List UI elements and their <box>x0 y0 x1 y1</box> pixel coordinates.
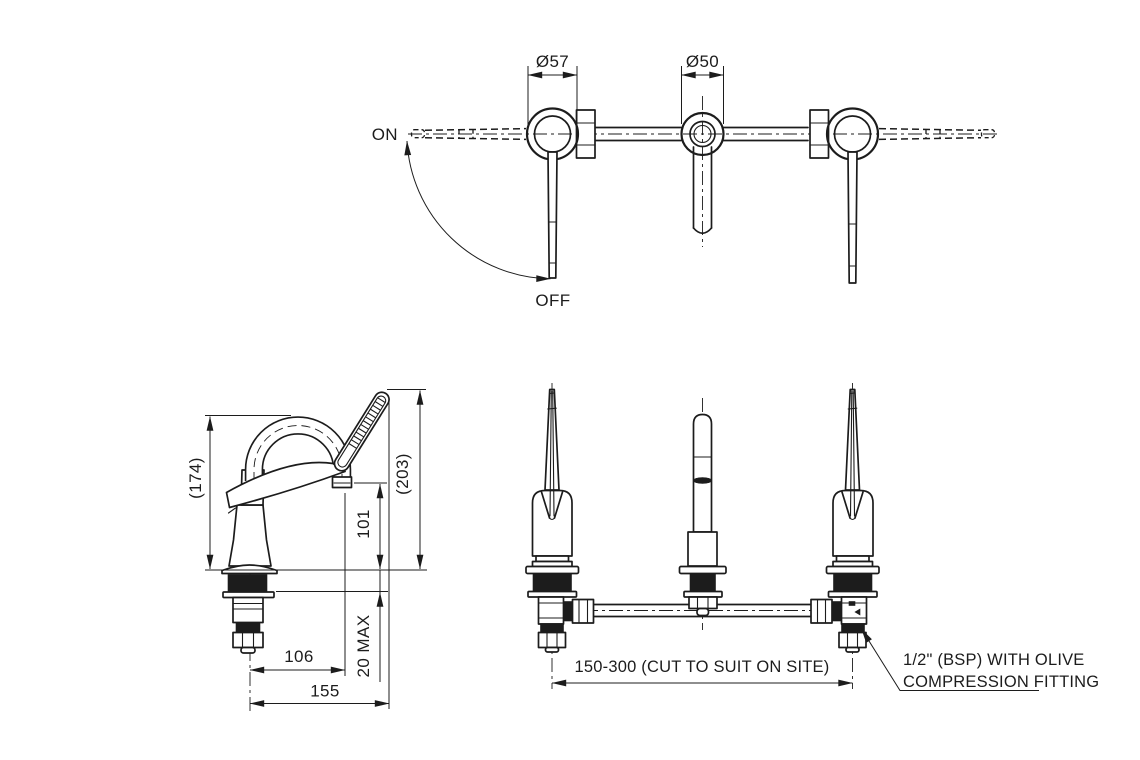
leader-line <box>861 628 1039 691</box>
dim-spout-diameter: Ø50 <box>681 52 724 124</box>
lever-blade <box>844 388 861 491</box>
lever-arm <box>225 461 346 509</box>
dim-hole-centres-label: 150-300 (CUT TO SUIT ON SITE) <box>575 658 830 676</box>
olive-seal <box>563 601 573 622</box>
flow-mark <box>848 601 856 606</box>
compression-nut <box>232 631 264 649</box>
dim-outlet-reach-label: 106 <box>284 647 314 666</box>
shank-nut <box>688 596 718 610</box>
threaded-shank <box>689 573 716 592</box>
valve-body <box>537 596 565 625</box>
threaded-shank <box>227 574 268 592</box>
deck-flange <box>825 565 880 575</box>
inlet-nut <box>537 631 567 649</box>
olive-seal <box>235 622 261 633</box>
compression-nut <box>809 109 830 159</box>
dim-spout-height-label: (174) <box>186 457 205 499</box>
threaded-shank <box>833 573 873 592</box>
front-view: 150-300 (CUT TO SUIT ON SITE) 1/2" (BSP)… <box>525 383 1099 691</box>
spout-outlet <box>331 476 353 489</box>
dim-spout-diameter-label: Ø50 <box>686 52 719 71</box>
compression-nut <box>571 598 595 624</box>
spout-seal-ring <box>693 477 712 484</box>
side-shank <box>221 564 278 654</box>
inlet-nut <box>838 631 867 649</box>
valve-dome <box>832 489 874 557</box>
spout-base <box>687 531 718 567</box>
dim-outlet-height-label: 101 <box>354 509 373 539</box>
compression-fitting-note: 1/2" (BSP) WITH OLIVE COMPRESSION FITTIN… <box>861 628 1099 691</box>
threaded-shank <box>532 573 572 592</box>
lever-tip-dashed <box>410 129 426 139</box>
valve-dome <box>531 489 573 557</box>
plan-view: Ø57 Ø50 ON OFF <box>372 52 998 310</box>
dim-handle-diameter-label: Ø57 <box>536 52 569 71</box>
deck-flange <box>525 565 580 575</box>
grip-knurling <box>348 397 386 449</box>
deck-flange <box>678 565 727 575</box>
plan-pipes <box>594 126 809 142</box>
handle-rotation-annotation: ON OFF <box>372 125 571 310</box>
front-right-valve <box>810 383 880 689</box>
lever-off-position <box>547 151 558 279</box>
front-left-valve <box>525 383 595 689</box>
flow-arrow <box>854 608 861 616</box>
spout-tube <box>692 413 713 533</box>
front-spout <box>678 398 727 630</box>
compression-nut <box>810 598 833 624</box>
dim-total-height-label: (203) <box>393 453 412 495</box>
on-label: ON <box>372 125 398 144</box>
dim-handle-diameter: Ø57 <box>527 52 578 127</box>
lever-off-position <box>847 151 858 284</box>
off-label: OFF <box>535 291 570 310</box>
side-view: (174) (203) 101 20 MAX 106 155 <box>186 389 427 712</box>
lever-grip <box>333 391 390 472</box>
plan-right-handle <box>809 107 996 284</box>
dim-lever-reach-label: 155 <box>310 682 340 701</box>
plan-spout <box>680 96 725 247</box>
note-line2: COMPRESSION FITTING <box>903 673 1099 691</box>
lever-tip-dashed <box>980 129 996 139</box>
valve-body <box>840 596 868 625</box>
lever-blade <box>544 388 560 491</box>
dim-deck-thickness-label: 20 MAX <box>354 615 373 678</box>
compression-nut <box>575 109 596 159</box>
dim-hole-centres: 150-300 (CUT TO SUIT ON SITE) <box>551 658 853 687</box>
tap-body <box>228 504 272 567</box>
note-line1: 1/2" (BSP) WITH OLIVE <box>903 651 1085 669</box>
side-dimensions: (174) (203) 101 20 MAX 106 155 <box>186 389 427 709</box>
rotation-arc <box>404 140 551 283</box>
olive-seal <box>832 601 842 622</box>
side-lever <box>225 391 390 509</box>
deck-flange <box>221 564 278 575</box>
plan-left-handle <box>410 107 596 279</box>
